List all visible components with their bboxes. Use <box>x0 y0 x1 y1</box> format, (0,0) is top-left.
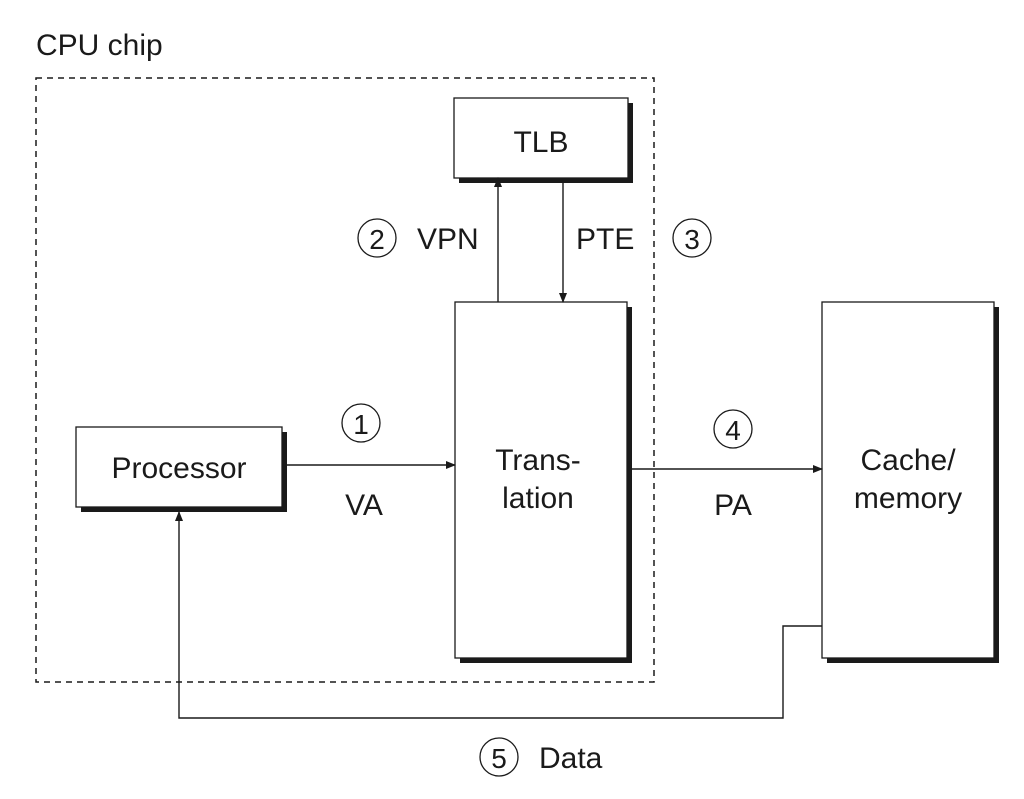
translation-label-line2: lation <box>502 482 574 515</box>
svg-text:5: 5 <box>491 743 507 774</box>
vpn-label: VPN <box>417 223 479 256</box>
tlb-block: TLB <box>453 97 633 183</box>
translation-label-line1: Trans- <box>495 444 581 477</box>
step-3-marker: 3 <box>672 218 712 258</box>
step-2-marker: 2 <box>357 218 397 258</box>
cache-label-line2: memory <box>854 482 962 515</box>
cache-memory-block: Cache/ memory <box>821 301 999 663</box>
cpu-chip-boundary <box>35 77 655 683</box>
processor-label: Processor <box>111 452 246 485</box>
processor-block: Processor <box>75 426 287 512</box>
tlb-label: TLB <box>513 126 568 159</box>
data-label: Data <box>539 742 603 775</box>
translation-block: Trans- lation <box>454 301 632 663</box>
step-5-marker: 5 <box>479 737 519 777</box>
svg-text:3: 3 <box>684 224 700 255</box>
va-label: VA <box>345 489 383 522</box>
pa-label: PA <box>714 489 752 522</box>
pte-label: PTE <box>576 223 634 256</box>
step-1-marker: 1 <box>341 403 381 443</box>
cache-label-line1: Cache/ <box>860 444 956 477</box>
svg-text:4: 4 <box>725 415 741 446</box>
step-4-marker: 4 <box>713 409 753 449</box>
data-arrow <box>175 511 822 719</box>
svg-text:1: 1 <box>353 409 369 440</box>
cpu-chip-label: CPU chip <box>36 29 163 62</box>
svg-text:2: 2 <box>369 224 385 255</box>
